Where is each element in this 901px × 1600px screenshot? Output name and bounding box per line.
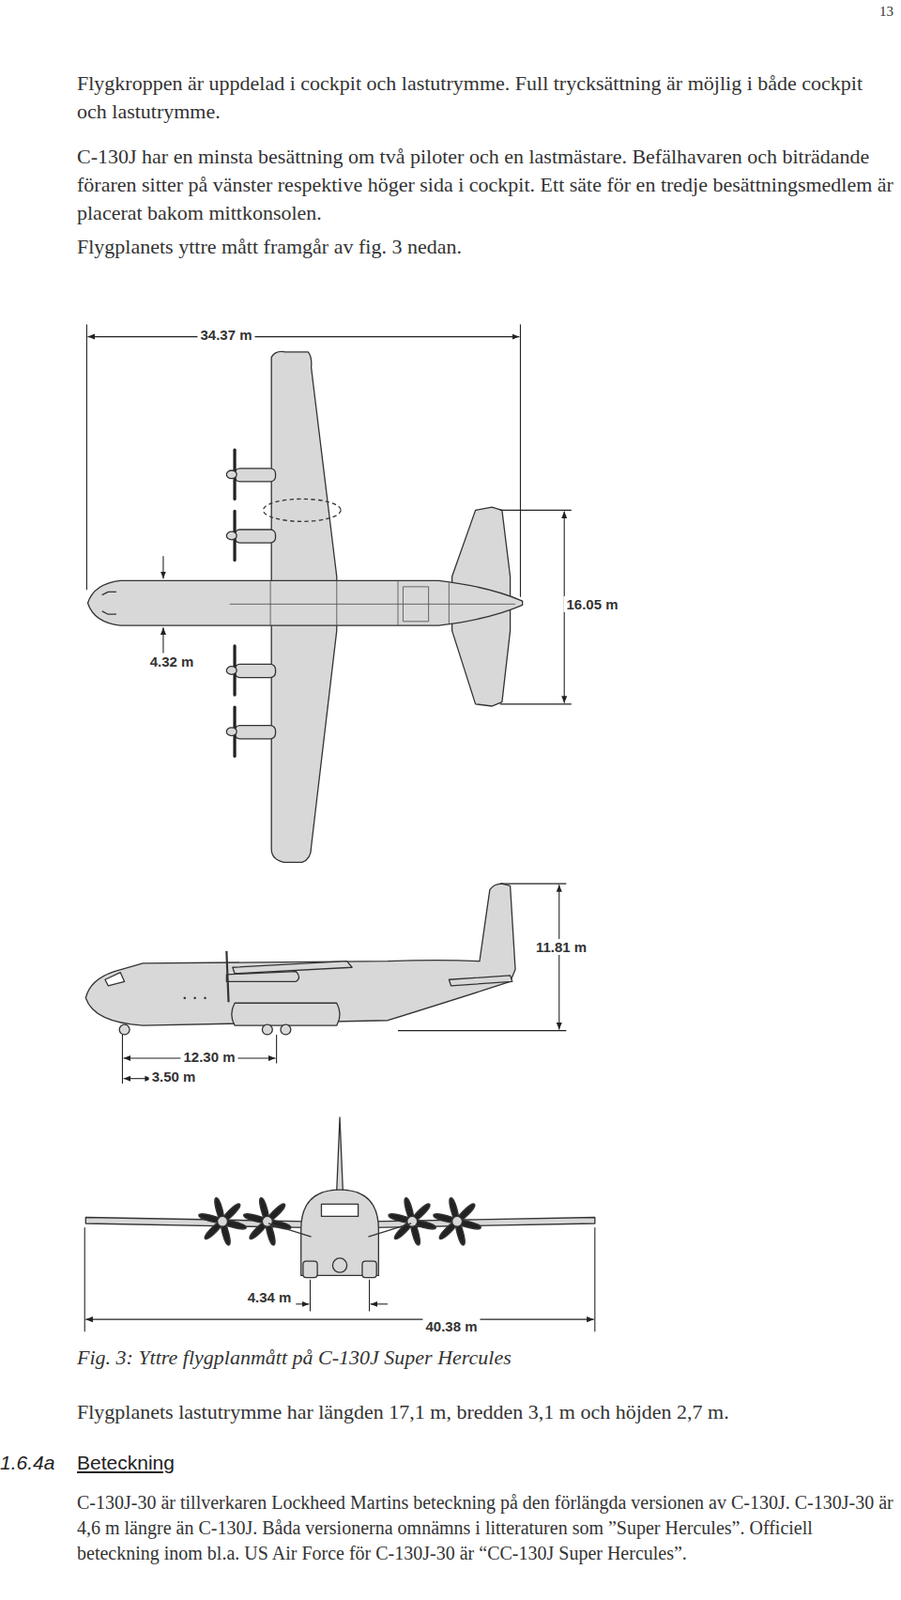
dimension-label: 12.30 m xyxy=(180,1048,238,1065)
page-number: 13 xyxy=(879,3,894,20)
body-text: C-130J-30 är tillverkaren Lockheed Marti… xyxy=(76,1489,894,1566)
body-text: Flygkroppen är uppdelad i cockpit och la… xyxy=(76,69,894,126)
dimension-label: 3.50 m xyxy=(149,1068,199,1085)
body-text: Flygplanets yttre mått framgår av fig. 3… xyxy=(76,232,894,261)
dimension-label: 11.81 m xyxy=(533,938,590,955)
dimension-label: 34.37 m xyxy=(197,326,255,343)
dimension-label: 4.32 m xyxy=(147,653,198,670)
dimension-label: 40.38 m xyxy=(422,1317,480,1334)
dimension-label: 16.05 m xyxy=(563,595,621,612)
figure-caption: Fig. 3: Yttre flygplanmått på C-130J Sup… xyxy=(76,1344,512,1370)
section-heading: Beteckning xyxy=(76,1450,175,1474)
body-text: C-130J har en minsta besättning om två p… xyxy=(76,142,894,228)
section-number: 1.6.4a xyxy=(0,1450,55,1474)
body-text: Flygplanets lastutrymme har längden 17,1… xyxy=(76,1397,901,1426)
dimension-label: 4.34 m xyxy=(244,1288,295,1305)
